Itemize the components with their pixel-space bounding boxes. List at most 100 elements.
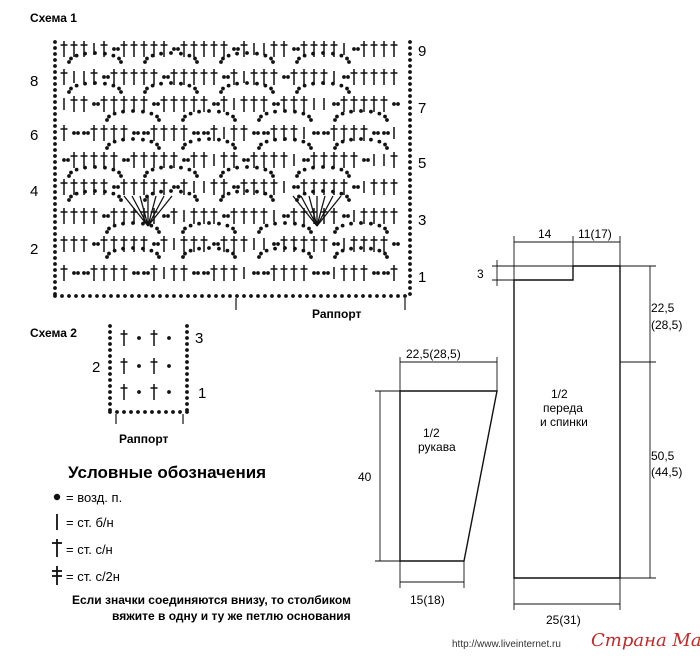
chain-stitch-mark: [231, 142, 235, 147]
chain-stitch-mark: [67, 90, 71, 94]
chain-stitch-mark: [283, 246, 287, 250]
chain-stitch-mark: [339, 191, 344, 196]
fan-shell-mark: [123, 195, 173, 227]
chain-stitch-mark: [245, 189, 249, 193]
chain-stitch-mark: [185, 384, 189, 388]
chain-stitch-mark: [369, 246, 373, 251]
chain-stitch-mark: [226, 53, 231, 58]
double-crochet-mark: [240, 125, 248, 141]
chain-stitch-mark: [221, 194, 225, 199]
body-label-line-3: и спинки: [540, 415, 588, 429]
chain-stitch-mark: [183, 114, 187, 119]
chain-stitch-mark: [293, 137, 297, 142]
chain-stitch-mark: [169, 165, 173, 169]
legend-note-line-1: Если значки соединяются внизу, то столби…: [72, 593, 351, 607]
chain-stitch-mark: [245, 165, 249, 169]
chain-stitch-mark: [196, 271, 200, 275]
body-bottom-width: 25(31): [546, 613, 581, 627]
double-crochet-mark: [100, 125, 108, 141]
double-crochet-mark: [90, 208, 98, 224]
double-crochet-mark: [370, 179, 378, 195]
chain-stitch-mark: [346, 214, 350, 218]
chain-stitch-mark: [72, 131, 76, 135]
scheme-1-row-8: 8: [30, 73, 38, 90]
chain-stitch-mark: [264, 111, 269, 116]
double-crochet-mark: [260, 208, 268, 224]
chain-stitch-mark: [242, 294, 246, 298]
chain-stitch-mark: [301, 111, 306, 116]
chain-stitch-mark: [197, 109, 201, 114]
chain-stitch-mark: [66, 158, 70, 162]
chain-stitch-mark: [231, 251, 235, 256]
chain-stitch-mark: [249, 294, 253, 298]
chain-stitch-mark: [67, 294, 71, 298]
double-crochet-mark: [300, 265, 308, 281]
body-bottom-dimension: [513, 578, 621, 610]
chain-stitch-mark: [185, 330, 189, 334]
chain-stitch-mark: [376, 131, 380, 135]
chain-stitch-mark: [256, 294, 260, 298]
chain-stitch-mark: [383, 114, 387, 119]
chain-stitch-mark: [72, 271, 76, 275]
chain-stitch-mark: [322, 131, 326, 135]
chain-stitch-mark: [53, 196, 57, 200]
chain-stitch-mark: [339, 167, 344, 172]
double-crochet-mark: [350, 96, 358, 112]
double-crochet-mark: [280, 41, 288, 57]
chain-stitch-mark: [302, 167, 307, 172]
chain-stitch-mark: [187, 167, 192, 172]
double-crochet-mark: [370, 236, 378, 252]
double-crochet-mark: [140, 69, 148, 85]
double-crochet-mark: [160, 125, 168, 141]
chain-stitch-mark: [340, 111, 345, 116]
double-crochet-mark: [230, 152, 238, 168]
double-crochet-mark: [370, 41, 378, 57]
chain-stitch-mark: [96, 102, 100, 106]
chain-stitch-mark: [96, 242, 100, 246]
double-crochet-mark: [90, 152, 98, 168]
chain-stitch-mark: [103, 51, 107, 56]
chain-stitch-mark: [383, 142, 387, 147]
chain-stitch-mark: [408, 58, 412, 62]
double-crochet-mark: [220, 236, 228, 252]
chain-stitch-mark: [53, 190, 57, 194]
chain-stitch-mark: [396, 242, 400, 246]
chain-stitch-mark: [349, 246, 353, 251]
chain-stitch-mark: [266, 131, 270, 135]
chain-stitch-mark: [282, 214, 286, 218]
chain-stitch-mark: [103, 165, 107, 170]
chain-stitch-mark: [386, 131, 390, 135]
body-neck-width: 14: [538, 227, 552, 241]
chain-stitch-mark: [252, 131, 256, 135]
double-crochet-mark: [390, 41, 398, 57]
chain-stitch-mark: [408, 172, 412, 176]
double-crochet-mark: [180, 41, 188, 57]
double-crochet-mark: [210, 125, 218, 141]
chain-stitch-mark: [333, 146, 337, 150]
chain-stitch-mark: [185, 396, 189, 400]
chain-stitch-mark: [255, 51, 259, 56]
chain-stitch-mark: [166, 75, 170, 79]
chain-stitch-mark: [385, 146, 389, 150]
body-side-height-alt: (44,5): [651, 465, 682, 479]
chain-stitch-mark: [347, 60, 351, 64]
chain-stitch-mark: [69, 86, 73, 91]
chain-stitch-mark: [150, 83, 155, 88]
chain-stitch-mark: [53, 142, 57, 146]
chain-stitch-mark: [117, 170, 121, 175]
chain-stitch-mark: [117, 194, 121, 199]
chain-stitch-mark: [408, 142, 412, 146]
double-crochet-mark: [380, 41, 388, 57]
chain-stitch-mark: [156, 242, 160, 246]
double-crochet-mark: [230, 208, 238, 224]
chain-stitch-mark: [349, 137, 353, 142]
chain-stitch-mark: [362, 158, 366, 162]
chain-stitch-mark: [185, 410, 189, 414]
chain-stitch-mark: [408, 154, 412, 158]
double-crochet-mark: [190, 69, 198, 85]
chain-stitch-mark: [137, 390, 141, 394]
chain-stitch-mark: [408, 262, 412, 266]
chain-stitch-mark: [256, 271, 260, 275]
chain-stitch-mark: [192, 271, 196, 275]
chain-stitch-mark: [111, 167, 116, 172]
